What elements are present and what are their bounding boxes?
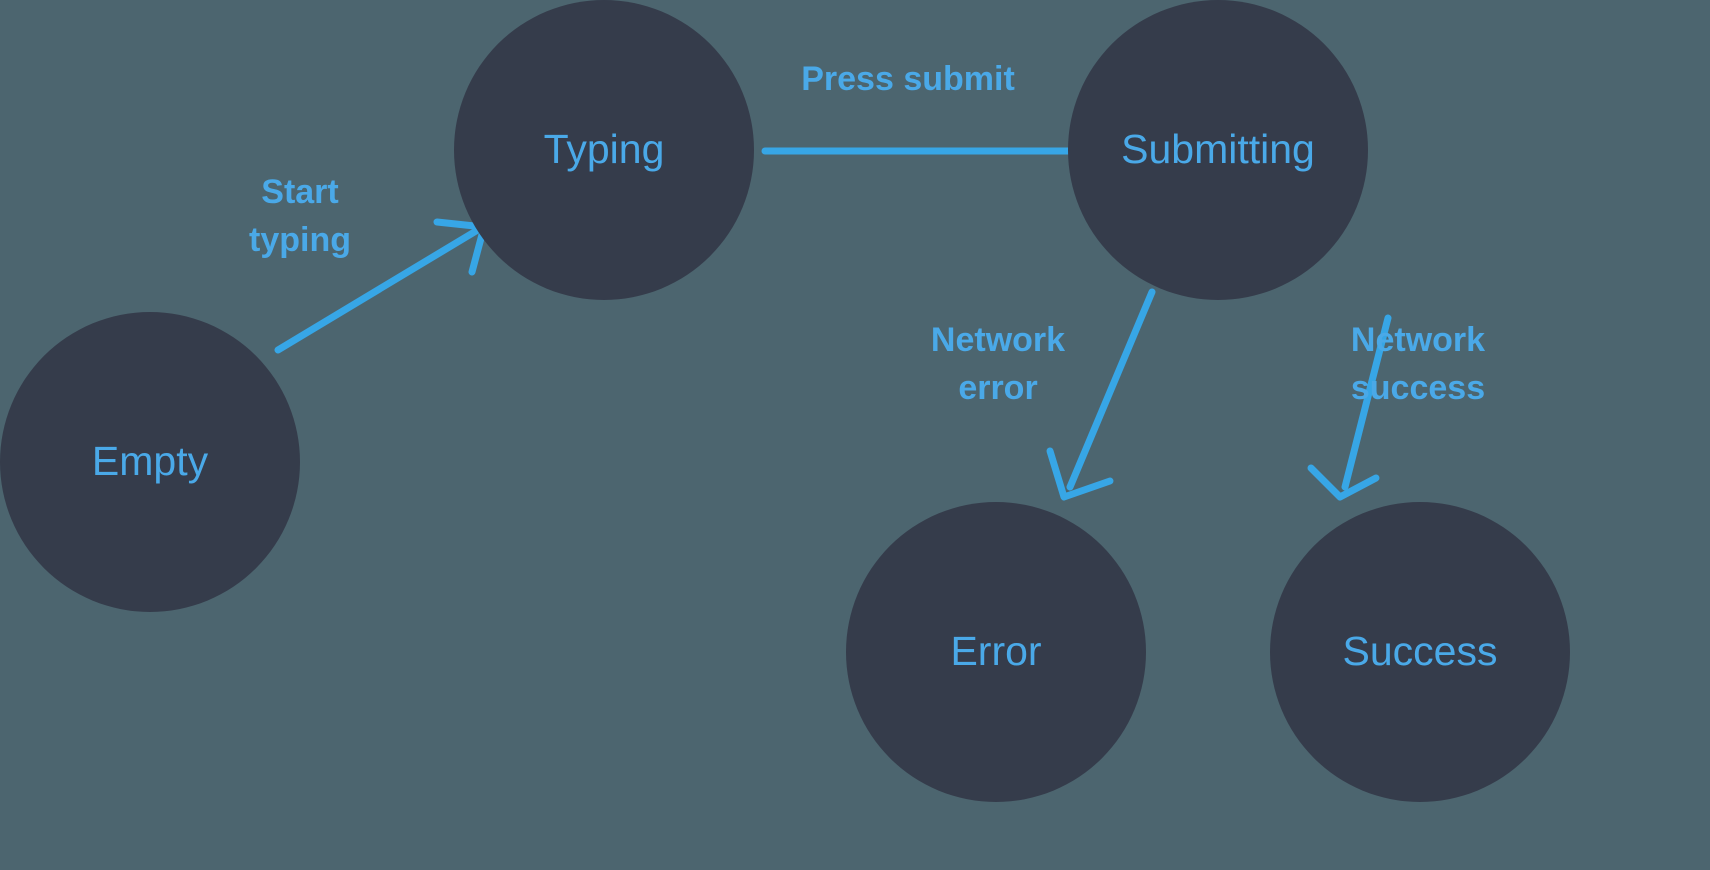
network-error-arrow-head [1046,447,1114,501]
state-node-empty[interactable]: Empty [0,312,300,612]
state-label-error: Error [950,628,1041,674]
network-success-arrow-line [1341,314,1392,491]
network-success-label-line-2: success [1351,369,1485,407]
press-submit-label: Press submit [801,60,1015,98]
start-typing-arrow-line [274,227,480,354]
network-error-arrow-line [1066,288,1156,491]
state-label-submitting: Submitting [1121,126,1315,172]
network-success-arrow-head [1307,464,1380,501]
state-node-success[interactable]: Success [1270,502,1570,802]
start-typing-label-line-1: Start [261,173,338,211]
state-label-typing: Typing [544,126,665,172]
state-circle-submitting[interactable] [1068,0,1368,300]
state-circle-empty[interactable] [0,312,300,612]
network-success-label-line-1: Network [1351,321,1485,359]
state-circle-success[interactable] [1270,502,1570,802]
state-label-success: Success [1343,628,1498,674]
start-typing-label-line-2: typing [249,221,351,259]
state-node-typing[interactable]: Typing [454,0,754,300]
state-node-submitting[interactable]: Submitting [1068,0,1368,300]
network-error-label-line-1: Network [931,321,1065,359]
state-label-empty: Empty [92,438,209,484]
transition-press-submit: Press submit [761,60,1124,184]
transition-network-error: Network error [931,288,1156,501]
state-node-error[interactable]: Error [846,502,1146,802]
network-error-label-line-2: error [958,369,1037,407]
state-circle-error[interactable] [846,502,1146,802]
state-circle-typing[interactable] [454,0,754,300]
transition-start-typing: Start typing [249,173,488,354]
transition-network-success: Network success [1307,314,1485,501]
